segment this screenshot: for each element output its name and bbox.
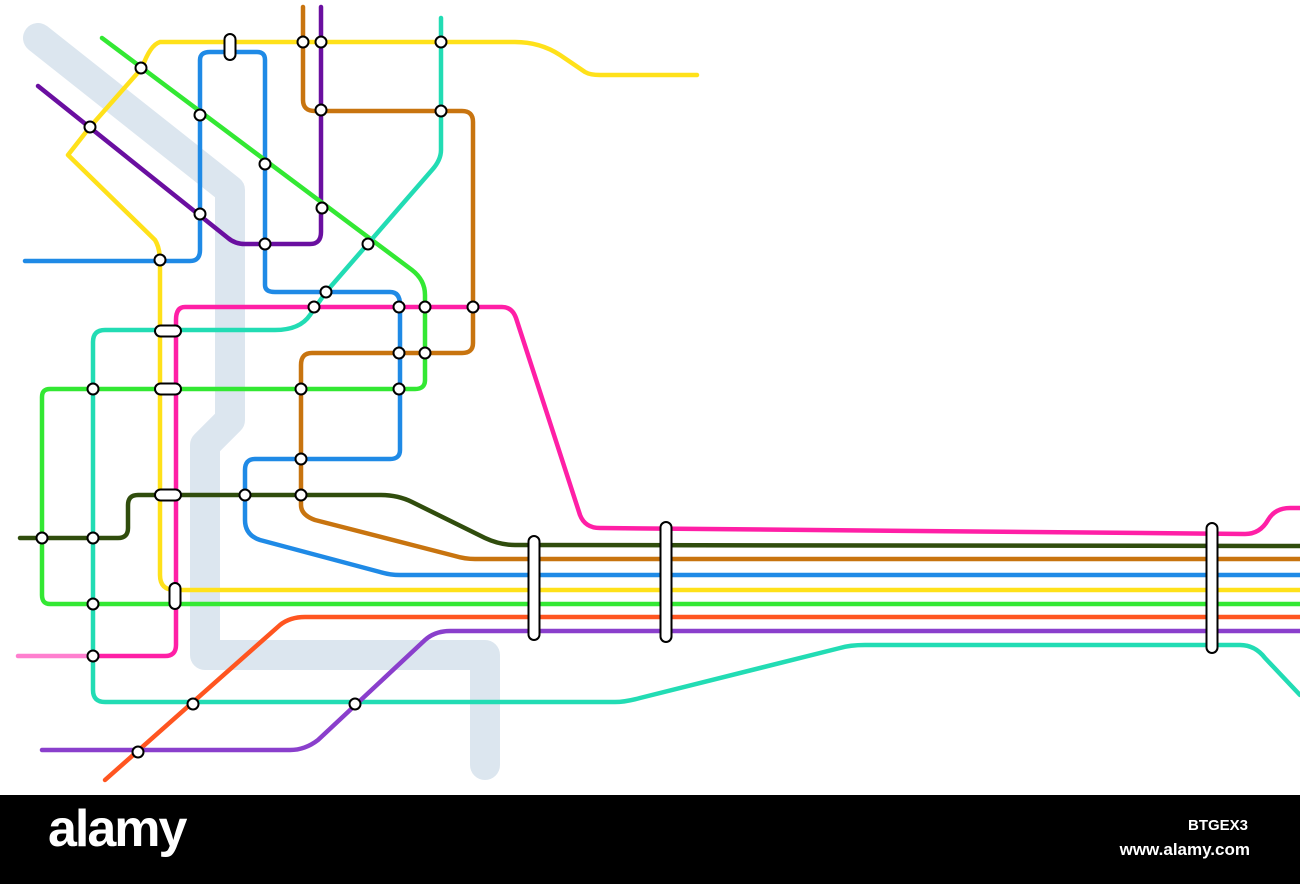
interchange-marker <box>154 324 182 338</box>
watermark-footer: alamy BTGEX3 www.alamy.com <box>0 795 1300 884</box>
station-marker <box>294 488 308 502</box>
station-marker <box>361 237 375 251</box>
station-marker <box>86 382 100 396</box>
darkgreen-line <box>17 492 1300 549</box>
magenta-line <box>90 304 1300 659</box>
station-marker <box>434 104 448 118</box>
station-marker <box>193 207 207 221</box>
station-marker <box>319 285 333 299</box>
station-marker <box>238 488 252 502</box>
image-id: BTGEX3 <box>1187 817 1248 834</box>
orange-line <box>102 614 1300 783</box>
interchange-marker <box>1205 522 1219 654</box>
station-marker <box>418 346 432 360</box>
interchange-marker <box>154 382 182 396</box>
interchange-marker <box>154 488 182 502</box>
subway-map <box>15 4 1300 783</box>
interchange-marker <box>168 582 182 610</box>
station-marker <box>193 108 207 122</box>
stations <box>35 33 1219 759</box>
station-marker <box>466 300 480 314</box>
site-url: www.alamy.com <box>1119 840 1250 859</box>
station-marker <box>418 300 432 314</box>
station-marker <box>315 201 329 215</box>
purple-line <box>35 4 324 247</box>
brown-line <box>298 4 1300 562</box>
lime-line <box>39 35 1300 607</box>
interchange-marker <box>223 33 237 61</box>
violet-line <box>39 628 1300 753</box>
station-marker <box>294 382 308 396</box>
station-marker <box>83 120 97 134</box>
interchange-marker <box>527 535 541 641</box>
station-marker <box>314 35 328 49</box>
station-marker <box>258 237 272 251</box>
blue-line <box>22 49 1300 578</box>
station-marker <box>258 157 272 171</box>
station-marker <box>153 253 167 267</box>
station-marker <box>392 346 406 360</box>
transit-lines <box>15 4 1300 783</box>
river-path <box>23 23 500 780</box>
station-marker <box>134 61 148 75</box>
station-marker <box>307 300 321 314</box>
brand-logo: alamy <box>48 800 187 858</box>
station-marker <box>392 300 406 314</box>
station-marker <box>296 35 310 49</box>
station-marker <box>348 697 362 711</box>
station-marker <box>86 531 100 545</box>
station-marker <box>86 597 100 611</box>
station-marker <box>186 697 200 711</box>
station-marker <box>314 103 328 117</box>
station-marker <box>131 745 145 759</box>
station-marker <box>35 531 49 545</box>
cyan-line <box>90 15 1300 705</box>
station-marker <box>86 649 100 663</box>
yellow-line <box>65 39 1300 593</box>
river <box>23 23 500 780</box>
station-marker <box>294 452 308 466</box>
station-marker <box>434 35 448 49</box>
interchange-marker <box>659 521 673 643</box>
station-marker <box>392 382 406 396</box>
